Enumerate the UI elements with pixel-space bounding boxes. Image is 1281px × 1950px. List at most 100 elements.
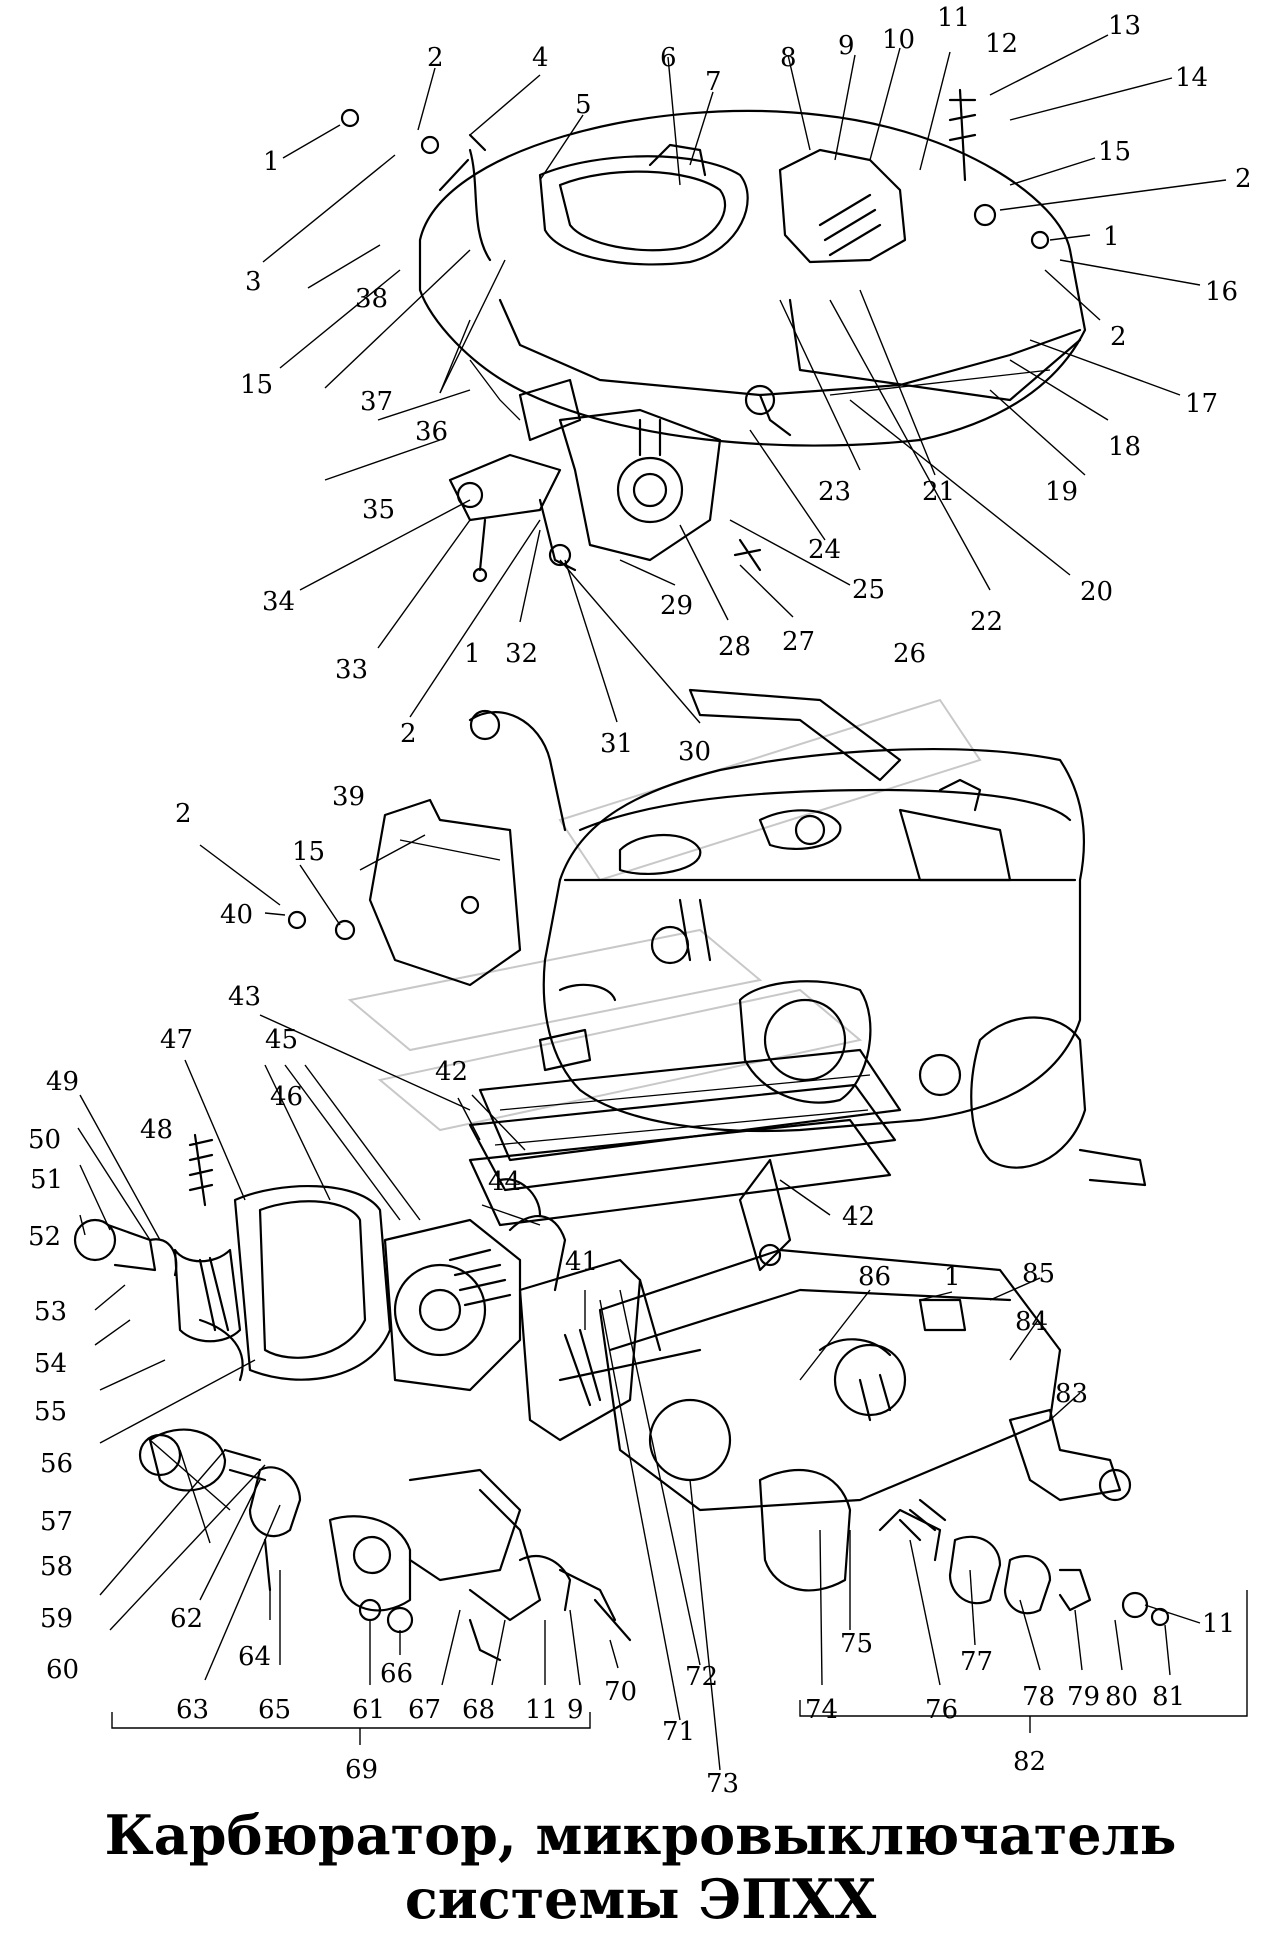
- carburetor-cover: [340, 88, 1087, 447]
- callout-16: 16: [1205, 277, 1238, 307]
- callout-13: 13: [1108, 11, 1141, 41]
- callout-4: 4: [532, 43, 549, 73]
- callout-2b: 2: [1235, 164, 1252, 194]
- callout-74: 74: [805, 1695, 838, 1725]
- callout-11: 11: [937, 3, 970, 33]
- callout-5: 5: [575, 90, 592, 120]
- callout-42a: 42: [435, 1057, 468, 1087]
- diagram-title-line-2: системы ЭПХХ: [404, 1867, 877, 1931]
- group-brackets: [111, 1590, 1248, 1745]
- callout-18: 18: [1108, 432, 1141, 462]
- callout-66: 66: [380, 1659, 413, 1689]
- callout-29: 29: [660, 591, 693, 621]
- watermark: [347, 698, 982, 1132]
- callout-39: 39: [332, 782, 365, 812]
- callout-75: 75: [840, 1629, 873, 1659]
- diagram-title-line-1: Карбюратор, микровыключатель: [104, 1803, 1177, 1867]
- callout-9b: 9: [567, 1695, 584, 1725]
- callout-43: 43: [228, 982, 261, 1012]
- callout-61: 61: [352, 1695, 385, 1725]
- callout-25: 25: [852, 575, 885, 605]
- callout-51: 51: [30, 1165, 63, 1195]
- callout-2e: 2: [175, 799, 192, 829]
- callout-81: 81: [1152, 1682, 1185, 1712]
- callout-3: 3: [245, 267, 262, 297]
- callout-68: 68: [462, 1695, 495, 1725]
- callout-19: 19: [1045, 477, 1078, 507]
- callout-24: 24: [808, 535, 841, 565]
- callout-10: 10: [882, 25, 915, 55]
- callout-28: 28: [718, 632, 751, 662]
- callout-57: 57: [40, 1507, 73, 1537]
- callout-56: 56: [40, 1449, 73, 1479]
- callout-20: 20: [1080, 577, 1113, 607]
- callout-2c: 2: [1110, 322, 1127, 352]
- callout-53: 53: [34, 1297, 67, 1327]
- callout-47: 47: [160, 1025, 193, 1055]
- callout-79: 79: [1067, 1682, 1100, 1712]
- callout-26: 26: [893, 639, 926, 669]
- callout-60: 60: [46, 1655, 79, 1685]
- callout-1c: 1: [464, 639, 481, 669]
- callout-59: 59: [40, 1604, 73, 1634]
- callout-82: 82: [1013, 1747, 1046, 1777]
- callout-17: 17: [1185, 389, 1218, 419]
- callout-36: 36: [415, 417, 448, 447]
- callout-33: 33: [335, 655, 368, 685]
- callout-41: 41: [565, 1247, 598, 1277]
- callout-73: 73: [706, 1769, 739, 1799]
- callout-2: 2: [427, 43, 444, 73]
- callout-70: 70: [604, 1677, 637, 1707]
- callout-65: 65: [258, 1695, 291, 1725]
- bracket-39: [287, 798, 522, 987]
- callout-27: 27: [782, 627, 815, 657]
- callout-78: 78: [1022, 1682, 1055, 1712]
- callout-54: 54: [34, 1349, 67, 1379]
- callout-52: 52: [28, 1222, 61, 1252]
- callout-71: 71: [662, 1717, 695, 1747]
- callout-labels: 1 2 3 4 5 6 7 8 9 10 11 12 13 14 15 2 1 …: [28, 3, 1252, 1799]
- callout-12: 12: [985, 29, 1018, 59]
- callout-86: 86: [858, 1262, 891, 1292]
- callout-49: 49: [46, 1067, 79, 1097]
- callout-15b: 15: [240, 370, 273, 400]
- callout-1d: 1: [944, 1262, 961, 1292]
- callout-37: 37: [360, 387, 393, 417]
- callout-22: 22: [970, 607, 1003, 637]
- callout-64: 64: [238, 1642, 271, 1672]
- callout-23: 23: [818, 477, 851, 507]
- callout-6: 6: [660, 43, 677, 73]
- throttle-body: [563, 1248, 1170, 1627]
- callout-35: 35: [362, 495, 395, 525]
- callout-76: 76: [925, 1695, 958, 1725]
- callout-31: 31: [600, 729, 633, 759]
- callout-2d: 2: [400, 719, 417, 749]
- callout-69: 69: [345, 1755, 378, 1785]
- callout-14: 14: [1175, 63, 1208, 93]
- callout-85: 85: [1022, 1259, 1055, 1289]
- callout-11c: 11: [1202, 1609, 1235, 1639]
- callout-72: 72: [685, 1662, 718, 1692]
- callout-8: 8: [780, 43, 797, 73]
- callout-38: 38: [355, 284, 388, 314]
- callout-84: 84: [1015, 1307, 1048, 1337]
- callout-1b: 1: [1103, 222, 1120, 252]
- callout-44: 44: [488, 1167, 521, 1197]
- callout-55: 55: [34, 1397, 67, 1427]
- callout-77: 77: [960, 1647, 993, 1677]
- economizer-assembly-69: [73, 1133, 702, 1662]
- carburetor-body: [538, 748, 1147, 1187]
- callout-32: 32: [505, 639, 538, 669]
- callout-11b: 11: [525, 1695, 558, 1725]
- callout-63: 63: [176, 1695, 209, 1725]
- callout-50: 50: [28, 1125, 61, 1155]
- callout-7: 7: [705, 67, 722, 97]
- leader-lines: [77, 34, 1227, 1771]
- callout-15c: 15: [292, 837, 325, 867]
- callout-9: 9: [838, 31, 855, 61]
- callout-46: 46: [270, 1082, 303, 1112]
- gasket-stack: [468, 1048, 902, 1272]
- callout-62: 62: [170, 1604, 203, 1634]
- callout-42b: 42: [842, 1202, 875, 1232]
